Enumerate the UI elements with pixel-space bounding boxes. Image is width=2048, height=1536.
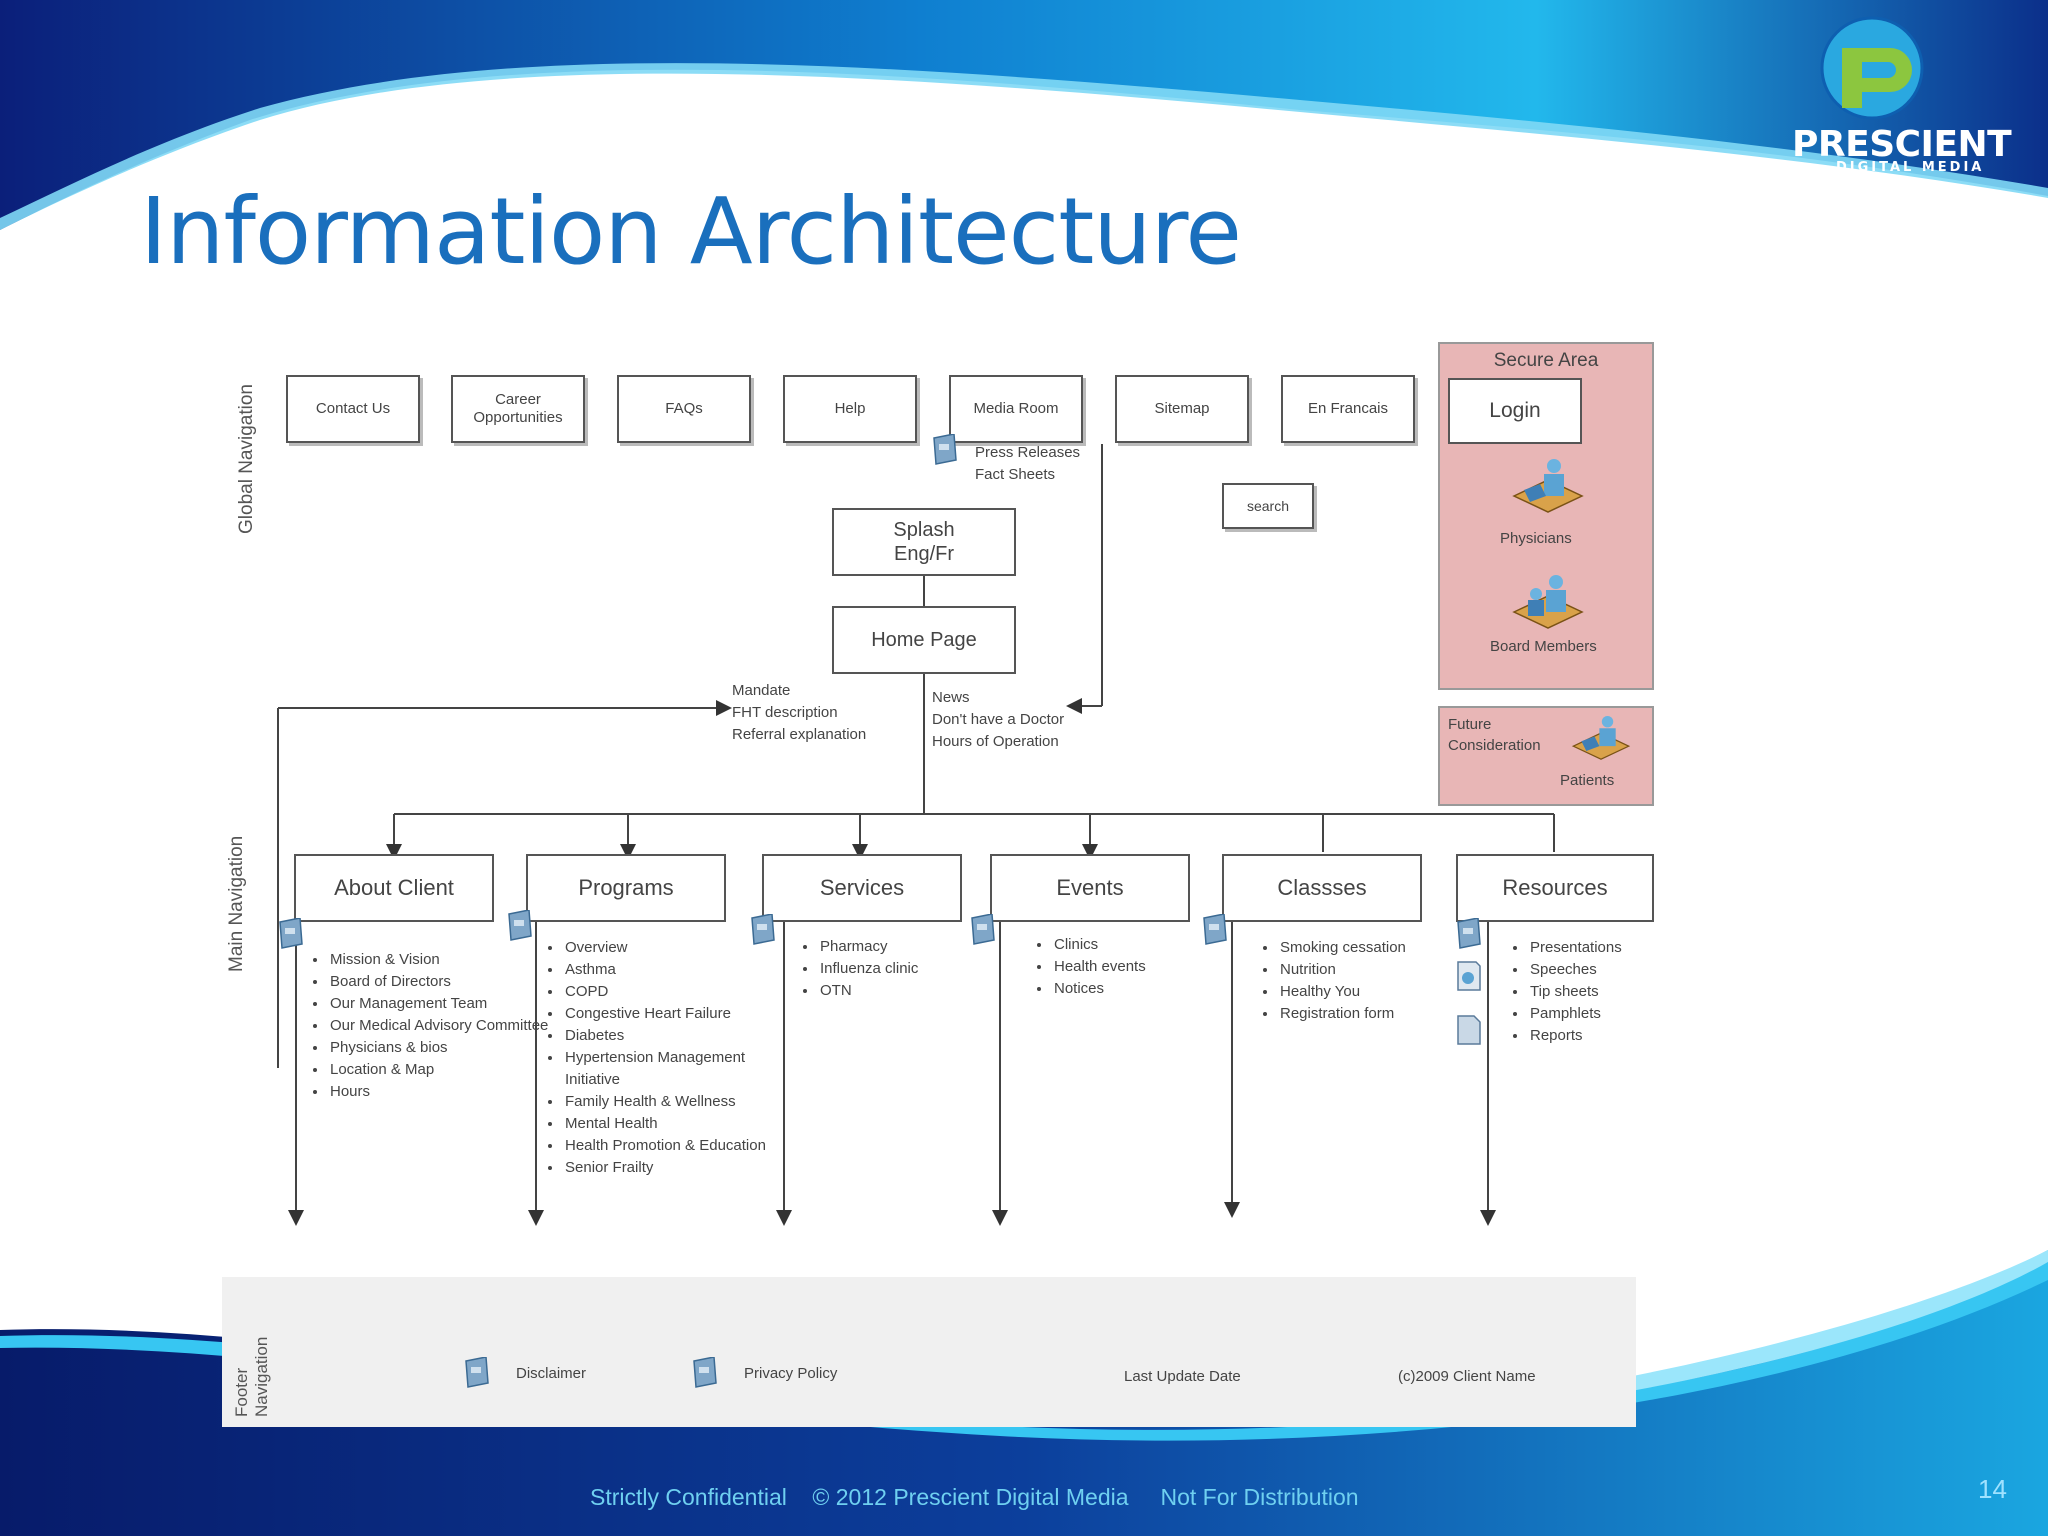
- physicians-user-icon: [1512, 459, 1584, 513]
- nav-sitemap[interactable]: Sitemap: [1115, 375, 1249, 443]
- logo-name: PRESCIENT: [1792, 124, 2012, 165]
- list-item[interactable]: Smoking cessation: [1278, 937, 1478, 959]
- list-item[interactable]: COPD: [563, 981, 803, 1003]
- list-item[interactable]: Registration form: [1278, 1003, 1478, 1025]
- secure-area: Secure Area Login Physicians Board Membe…: [1438, 342, 1654, 690]
- physicians-label: Physicians: [1500, 530, 1572, 547]
- document-icon: [508, 910, 532, 941]
- patients-user-icon: [1571, 715, 1631, 760]
- future-consideration-label: Future Consideration: [1448, 716, 1541, 754]
- list-item[interactable]: Asthma: [563, 959, 803, 981]
- home-note-hours: Hours of Operation: [932, 733, 1059, 750]
- list-item[interactable]: Diabetes: [563, 1025, 803, 1047]
- list-item[interactable]: Influenza clinic: [818, 958, 998, 980]
- document-icon: [933, 434, 957, 465]
- footer-copyright: (c)2009 Client Name: [1398, 1368, 1536, 1385]
- document-icon: [1457, 961, 1481, 991]
- document-icon: [971, 914, 995, 945]
- board-members-user-icon: [1512, 575, 1584, 629]
- main-nav-resources[interactable]: Resources: [1456, 854, 1654, 922]
- list-item[interactable]: Hours: [328, 1081, 558, 1103]
- resources-list: Presentations Speeches Tip sheets Pamphl…: [1502, 937, 1678, 1047]
- footer-navigation-label: Footer Navigation: [232, 1336, 271, 1417]
- about-client-list: Mission & Vision Board of Directors Our …: [302, 949, 558, 1103]
- document-icon: [1203, 914, 1227, 945]
- classes-list: Smoking cessation Nutrition Healthy You …: [1252, 937, 1478, 1025]
- nav-media-room[interactable]: Media Room: [949, 375, 1083, 443]
- main-nav-about-client[interactable]: About Client: [294, 854, 494, 922]
- slide-title: Information Architecture: [140, 178, 1242, 285]
- footer-navigation-area: Footer Navigation Disclaimer Privacy Pol…: [222, 1277, 1636, 1427]
- page-number: 14: [1978, 1474, 2007, 1504]
- document-icon: [1457, 918, 1481, 949]
- list-item[interactable]: Reports: [1528, 1025, 1678, 1047]
- list-item[interactable]: Congestive Heart Failure: [563, 1003, 803, 1025]
- list-item[interactable]: Notices: [1052, 978, 1232, 1000]
- secure-area-title: Secure Area: [1493, 350, 1599, 371]
- document-icon: [465, 1357, 489, 1388]
- footer-privacy-policy-link[interactable]: Privacy Policy: [744, 1365, 838, 1382]
- list-item[interactable]: Overview: [563, 937, 803, 959]
- list-item[interactable]: Health Promotion & Education: [563, 1135, 803, 1157]
- main-nav-classes[interactable]: Classses: [1222, 854, 1422, 922]
- nav-help[interactable]: Help: [783, 375, 917, 443]
- list-item[interactable]: Physicians & bios: [328, 1037, 558, 1059]
- main-nav-services[interactable]: Services: [762, 854, 962, 922]
- splash-page[interactable]: Splash Eng/Fr: [832, 508, 1016, 576]
- nav-contact-us[interactable]: Contact Us: [286, 375, 420, 443]
- programs-list: Overview Asthma COPD Congestive Heart Fa…: [537, 937, 803, 1179]
- main-nav-programs[interactable]: Programs: [526, 854, 726, 922]
- global-navigation-label: Global Navigation: [236, 384, 257, 534]
- events-list: Clinics Health events Notices: [1026, 934, 1232, 1000]
- list-item[interactable]: Our Management Team: [328, 993, 558, 1015]
- list-item[interactable]: Senior Frailty: [563, 1157, 803, 1179]
- home-note-mandate: Mandate: [732, 682, 791, 699]
- list-item[interactable]: Presentations: [1528, 937, 1678, 959]
- home-note-no-doctor: Don't have a Doctor: [932, 711, 1065, 728]
- list-item[interactable]: Hypertension Management Initiative: [563, 1047, 803, 1091]
- home-note-referral: Referral explanation: [732, 726, 867, 743]
- board-members-label: Board Members: [1490, 638, 1597, 655]
- list-item[interactable]: Board of Directors: [328, 971, 558, 993]
- list-item[interactable]: Location & Map: [328, 1059, 558, 1081]
- nav-en-francais[interactable]: En Francais: [1281, 375, 1415, 443]
- list-item[interactable]: Tip sheets: [1528, 981, 1678, 1003]
- document-icon: [751, 914, 775, 945]
- list-item[interactable]: Health events: [1052, 956, 1232, 978]
- slide-footer-text: Strictly Confidential © 2012 Prescient D…: [590, 1484, 1359, 1510]
- login-button[interactable]: Login: [1448, 378, 1582, 444]
- nav-faqs[interactable]: FAQs: [617, 375, 751, 443]
- list-item[interactable]: Healthy You: [1278, 981, 1478, 1003]
- document-icon: [1457, 1015, 1481, 1045]
- main-nav-events[interactable]: Events: [990, 854, 1190, 922]
- main-navigation-label: Main Navigation: [226, 835, 247, 972]
- media-child-fact-sheets: Fact Sheets: [975, 466, 1056, 483]
- footer-disclaimer-link[interactable]: Disclaimer: [516, 1365, 587, 1382]
- media-child-press-releases: Press Releases: [975, 444, 1081, 461]
- list-item[interactable]: Pamphlets: [1528, 1003, 1678, 1025]
- list-item[interactable]: Nutrition: [1278, 959, 1478, 981]
- nav-career-opportunities[interactable]: Career Opportunities: [451, 375, 585, 443]
- services-list: Pharmacy Influenza clinic OTN: [792, 936, 998, 1002]
- home-page[interactable]: Home Page: [832, 606, 1016, 674]
- list-item[interactable]: Our Medical Advisory Committee: [328, 1015, 558, 1037]
- patients-label: Patients: [1560, 772, 1615, 789]
- logo-subtitle: DIGITAL MEDIA: [1836, 160, 1985, 175]
- document-icon: [693, 1357, 717, 1388]
- future-consideration-area: Future Consideration Patients: [1438, 706, 1654, 806]
- footer-last-update-date: Last Update Date: [1124, 1368, 1241, 1385]
- list-item[interactable]: Pharmacy: [818, 936, 998, 958]
- list-item[interactable]: Family Health & Wellness: [563, 1091, 803, 1113]
- home-note-news: News: [932, 689, 970, 706]
- list-item[interactable]: Speeches: [1528, 959, 1678, 981]
- search-box[interactable]: search: [1222, 483, 1314, 529]
- list-item[interactable]: Mental Health: [563, 1113, 803, 1135]
- list-item[interactable]: Clinics: [1052, 934, 1232, 956]
- document-icon: [279, 918, 303, 949]
- list-item[interactable]: OTN: [818, 980, 998, 1002]
- list-item[interactable]: Mission & Vision: [328, 949, 558, 971]
- home-note-fht: FHT description: [732, 704, 838, 721]
